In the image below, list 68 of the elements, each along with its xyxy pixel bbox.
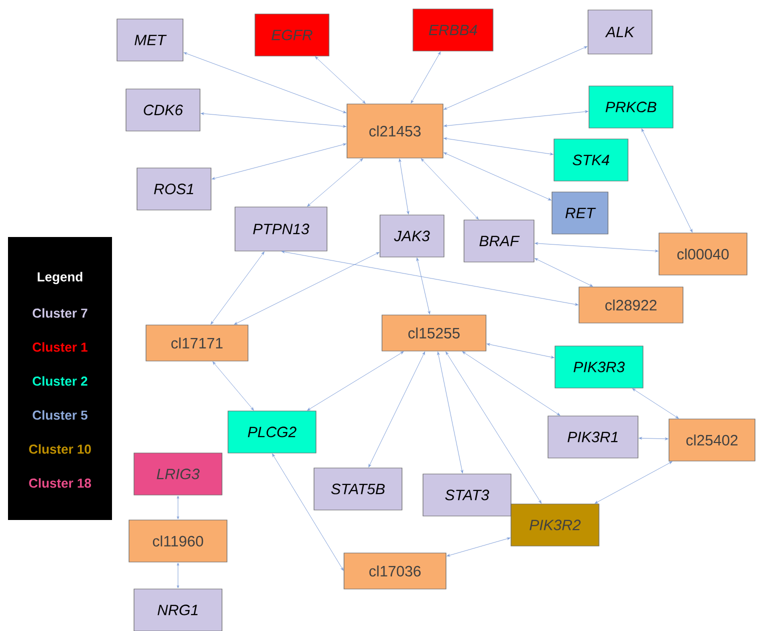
gene-box: PIK3R3 — [554, 346, 644, 388]
arrow — [462, 351, 560, 416]
arrow — [437, 352, 464, 474]
arrow — [368, 352, 426, 468]
gene-box: ROS1 — [136, 168, 212, 210]
cluster-box: cl25402 — [668, 418, 756, 462]
gene-box: STAT5B — [314, 468, 402, 510]
arrow — [416, 258, 430, 314]
legend-title: Legend — [38, 272, 82, 284]
gene-box: BRAF — [464, 220, 534, 262]
gene-box: PRKCB — [588, 86, 674, 128]
arrow — [632, 388, 679, 419]
arrow — [398, 158, 410, 214]
gene-box: CDK6 — [126, 88, 200, 132]
gene-box: ERBB4 — [412, 8, 494, 52]
arrow — [200, 112, 346, 128]
cluster-box: cl00040 — [658, 232, 748, 276]
arrow — [184, 52, 346, 114]
arrow — [421, 158, 479, 220]
arrow — [307, 158, 363, 206]
arrow — [486, 343, 554, 358]
gene-box: LRIG3 — [134, 452, 222, 496]
arrow — [210, 252, 264, 324]
arrow — [212, 143, 346, 180]
cluster-box: cl17171 — [146, 324, 248, 362]
gene-box: MET — [116, 18, 184, 62]
legend-entry: Cluster 10 — [29, 444, 91, 454]
gene-box: ALK — [588, 10, 652, 54]
arrow — [315, 56, 366, 104]
arrow — [410, 52, 441, 104]
arrow — [176, 496, 180, 520]
arrow — [307, 351, 404, 411]
arrow — [534, 258, 593, 287]
gene-box: STAT3 — [422, 474, 512, 516]
arrow — [642, 128, 693, 232]
gene-box: PTPN13 — [234, 206, 328, 252]
gene-box: RET — [552, 192, 608, 234]
gene-box: NRG1 — [134, 588, 222, 631]
cluster-box: cl17036 — [344, 552, 446, 590]
arrow — [638, 437, 668, 440]
cluster-box: cl15255 — [382, 314, 486, 352]
arrow — [234, 252, 380, 325]
arrow — [446, 537, 510, 557]
arrow — [444, 152, 552, 200]
gene-box: STK4 — [554, 138, 628, 182]
arrow — [594, 461, 672, 504]
legend-entry: Cluster 5 — [32, 410, 88, 420]
arrow — [444, 137, 554, 156]
cluster-box: cl11960 — [128, 520, 228, 562]
legend-entry: Cluster 7 — [32, 308, 88, 318]
gene-box: PIK3R1 — [548, 416, 638, 458]
arrow — [534, 242, 658, 252]
arrow — [444, 110, 588, 127]
cluster-box: cl21453 — [346, 104, 444, 158]
arrow — [176, 562, 180, 588]
arrow — [444, 46, 588, 110]
arrow — [272, 454, 344, 571]
cluster-box: cl28922 — [578, 286, 684, 324]
gene-box: EGFR — [254, 14, 330, 56]
gene-box: PIK3R2 — [510, 504, 600, 546]
gene-box: PLCG2 — [228, 410, 316, 454]
legend-entry: Cluster 18 — [29, 478, 92, 488]
arrow — [281, 250, 578, 306]
legend-entry: Cluster 1 — [32, 342, 88, 352]
gene-box: JAK3 — [380, 214, 444, 258]
arrow — [212, 362, 254, 410]
legend-entry: Cluster 2 — [32, 376, 88, 386]
arrow — [446, 352, 542, 504]
